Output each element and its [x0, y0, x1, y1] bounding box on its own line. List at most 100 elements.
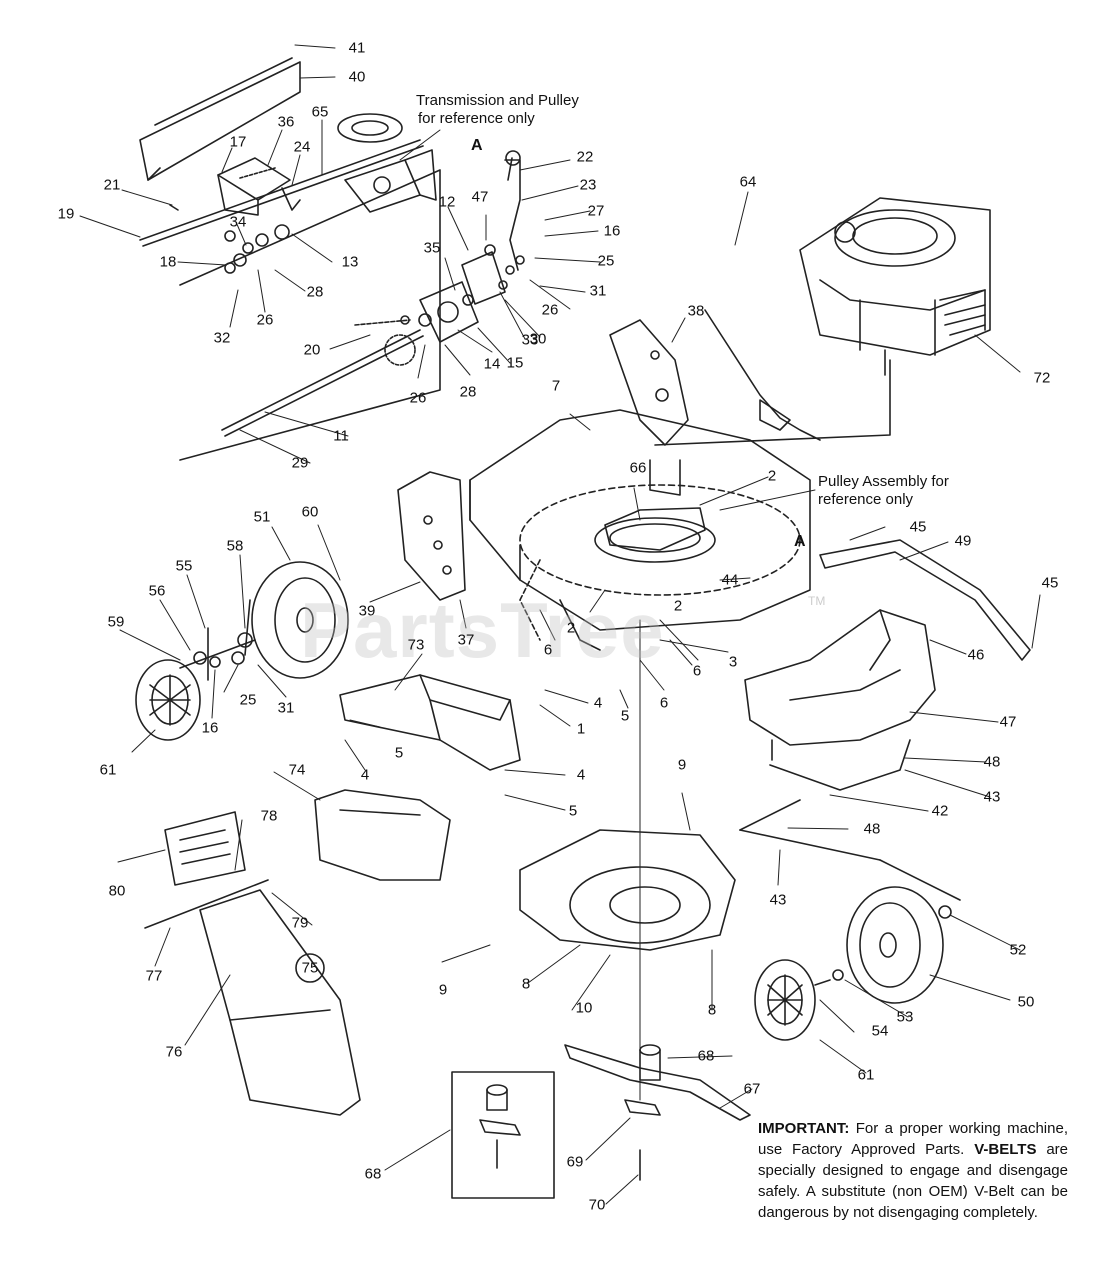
grass-bag [144, 879, 361, 1116]
part-label-3: 3 [728, 653, 738, 671]
part-label-8: 8 [707, 1001, 717, 1019]
part-label-28: 28 [306, 283, 324, 301]
deflector [314, 789, 451, 881]
part-label-43: 43 [769, 891, 787, 909]
part-label-43: 43 [983, 788, 1001, 806]
part-label-35: 35 [423, 239, 441, 257]
part-label-78: 78 [260, 807, 278, 825]
part-label-55: 55 [175, 557, 193, 575]
part-label-14: 14 [483, 355, 501, 373]
part-label-34: 34 [229, 213, 247, 231]
important-text-1: For a proper working machine, use Factor… [758, 1120, 1068, 1158]
part-label-60: 60 [301, 503, 319, 521]
hardware-left [169, 204, 290, 274]
adapter-inset [451, 1071, 555, 1199]
part-label-52: 52 [1009, 941, 1027, 959]
pulley-reference-line2: reference only [818, 491, 914, 508]
part-label-68: 68 [364, 1165, 382, 1183]
part-label-2: 2 [566, 619, 576, 637]
part-label-26: 26 [409, 389, 427, 407]
rear-axle-bar [739, 739, 961, 901]
part-label-59: 59 [107, 613, 125, 631]
transmission-reference-line2: for reference only [418, 110, 535, 127]
part-label-33: 33 [521, 331, 539, 349]
part-label-66: 66 [629, 459, 647, 477]
part-label-9: 9 [677, 756, 687, 774]
part-label-37: 37 [457, 631, 475, 649]
right-hubcap [754, 959, 844, 1041]
watermark-trademark: TM [808, 594, 826, 608]
part-label-16: 16 [603, 222, 621, 240]
part-label-30: 30 [529, 330, 547, 348]
mower-deck [469, 359, 891, 651]
part-label-72: 72 [1033, 369, 1051, 387]
part-label-46: 46 [967, 646, 985, 664]
part-label-31: 31 [589, 282, 607, 300]
part-label-26: 26 [256, 311, 274, 329]
part-label-61: 61 [857, 1066, 875, 1084]
part-label-45: 45 [1041, 574, 1059, 592]
part-label-38: 38 [687, 302, 705, 320]
important-heading: IMPORTANT: [758, 1120, 850, 1137]
part-label-39: 39 [358, 602, 376, 620]
part-label-67: 67 [743, 1080, 761, 1098]
part-label-48: 48 [863, 820, 881, 838]
part-label-4: 4 [360, 766, 370, 784]
part-label-47: 47 [471, 188, 489, 206]
part-label-4: 4 [593, 694, 603, 712]
side-bracket [397, 471, 466, 601]
part-label-73: 73 [407, 636, 425, 654]
part-label-13: 13 [341, 253, 359, 271]
part-label-23: 23 [579, 176, 597, 194]
part-label-15: 15 [506, 354, 524, 372]
leader-lines [79, 44, 1041, 1205]
part-label-40: 40 [348, 68, 366, 86]
part-label-68: 68 [697, 1047, 715, 1065]
part-label-58: 58 [226, 537, 244, 555]
left-wheel [179, 561, 349, 679]
part-label-42: 42 [931, 802, 949, 820]
part-label-76: 76 [165, 1043, 183, 1061]
part-label-11: 11 [333, 427, 349, 445]
part-label-16: 16 [201, 719, 219, 737]
part-label-6: 6 [659, 694, 669, 712]
control-bracket [609, 309, 821, 446]
part-label-9: 9 [438, 981, 448, 999]
blade-housing [519, 619, 736, 1101]
important-note: IMPORTANT: For a proper working machine,… [758, 1118, 1068, 1223]
part-label-4: 4 [576, 766, 586, 784]
part-label-5: 5 [568, 802, 578, 820]
vbelts-heading: V-BELTS [974, 1141, 1037, 1158]
part-label-19: 19 [57, 205, 75, 223]
transmission-reference-line1: Transmission and Pulley [416, 92, 579, 109]
part-label-29: 29 [291, 454, 309, 472]
transmission-pulley [337, 113, 437, 213]
part-label-70: 70 [588, 1196, 606, 1214]
transmission-group-outline [179, 169, 441, 461]
gear-housing [354, 281, 479, 366]
part-label-28: 28 [459, 383, 477, 401]
part-label-49: 49 [954, 532, 972, 550]
part-label-79: 79 [291, 914, 309, 932]
rear-rail [139, 57, 301, 181]
part-label-22: 22 [576, 148, 594, 166]
part-label-32: 32 [213, 329, 231, 347]
rear-handle [744, 539, 1031, 746]
part-label-45: 45 [909, 518, 927, 536]
part-label-12: 12 [438, 193, 456, 211]
shift-lever-assembly [461, 150, 525, 305]
pulley-reference-note: Pulley Assembly for reference only [818, 473, 949, 509]
part-label-36: 36 [277, 113, 295, 131]
part-label-41: 41 [348, 39, 366, 57]
part-label-21: 21 [103, 176, 121, 194]
callout-a-top: A [471, 137, 483, 154]
part-label-10: 10 [575, 999, 593, 1017]
part-label-56: 56 [148, 582, 166, 600]
part-label-48: 48 [983, 753, 1001, 771]
part-label-2: 2 [673, 597, 683, 615]
part-label-44: 44 [721, 571, 739, 589]
important-text-2: are specially designed to engage and dis… [758, 1141, 1068, 1221]
axle-shaft [139, 139, 424, 437]
